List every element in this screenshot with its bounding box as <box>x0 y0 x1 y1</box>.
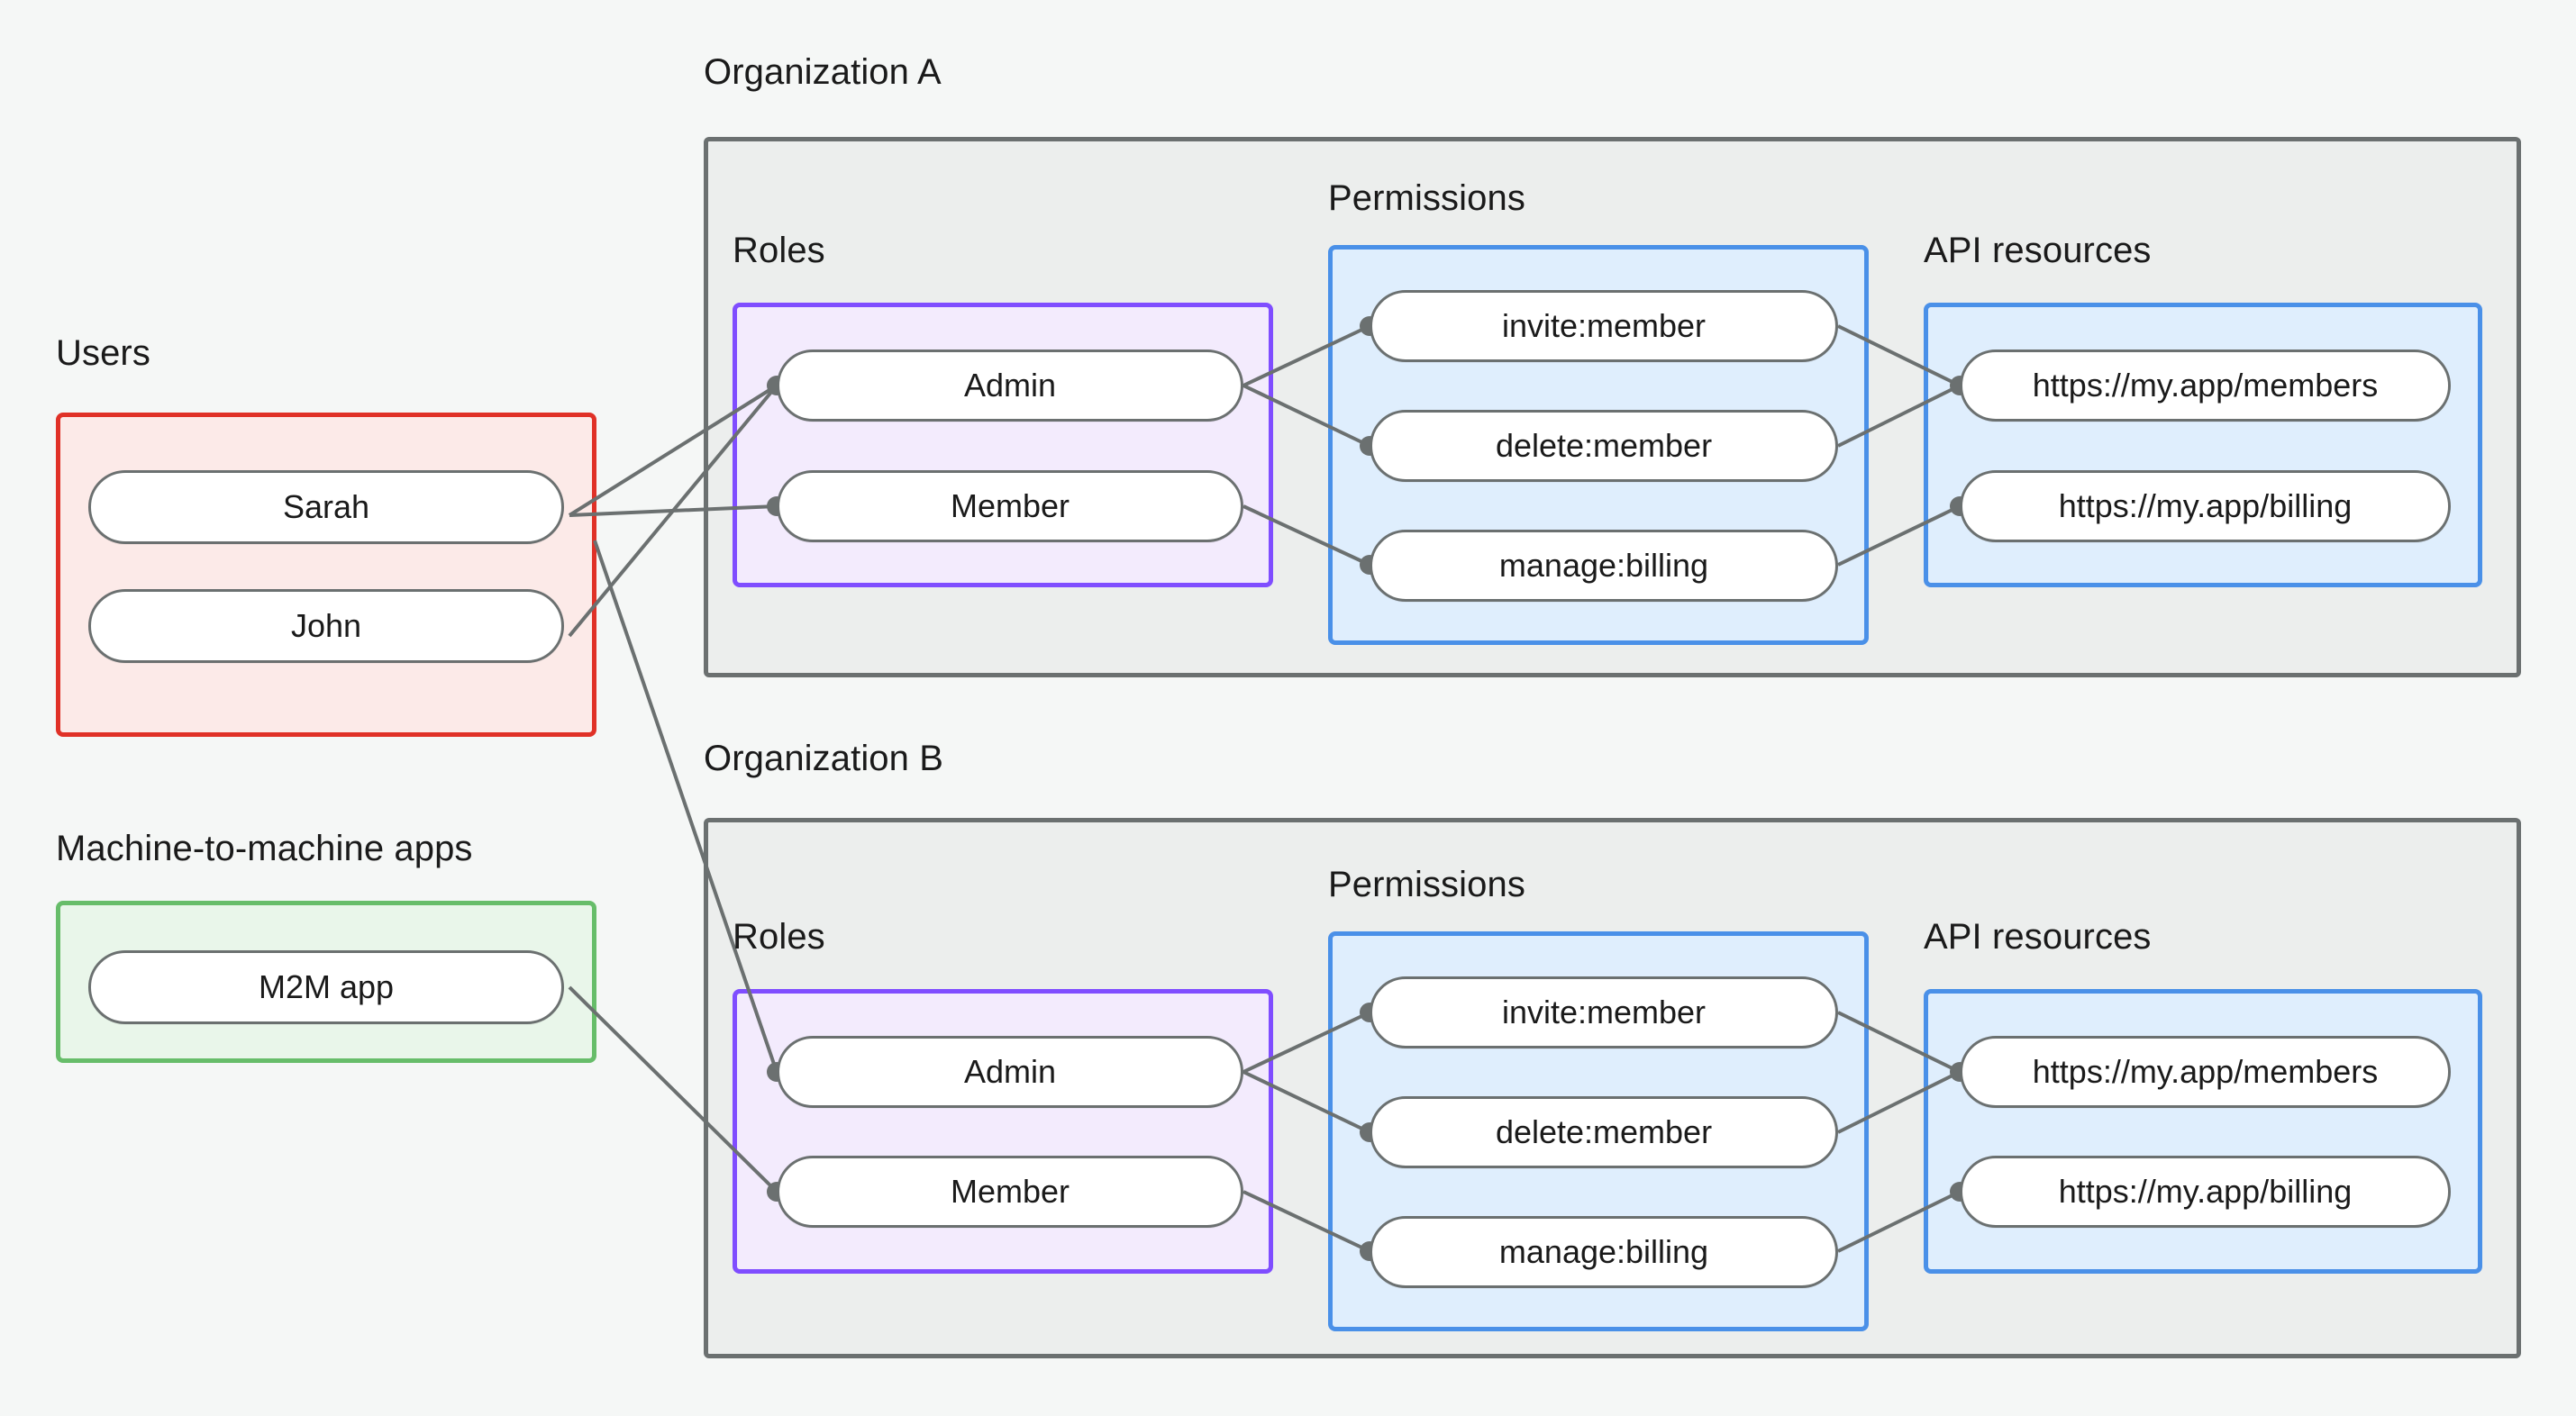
users-group-box <box>56 413 596 737</box>
org-b-role-admin[interactable]: Admin <box>777 1036 1243 1108</box>
org-a-permission-invite-member[interactable]: invite:member <box>1370 290 1838 362</box>
users-group-label: Users <box>56 333 150 373</box>
org-a-api-box <box>1924 303 2482 587</box>
org-b-title: Organization B <box>704 739 943 778</box>
org-a-permission-manage-billing[interactable]: manage:billing <box>1370 530 1838 602</box>
org-b-permission-manage-billing[interactable]: manage:billing <box>1370 1216 1838 1288</box>
org-a-permission-delete-member[interactable]: delete:member <box>1370 410 1838 482</box>
user-node-sarah[interactable]: Sarah <box>88 470 564 544</box>
org-a-roles-label: Roles <box>733 231 825 270</box>
user-node-john[interactable]: John <box>88 589 564 663</box>
org-b-api-resource-billing[interactable]: https://my.app/billing <box>1960 1156 2451 1228</box>
m2m-node-app[interactable]: M2M app <box>88 950 564 1024</box>
org-b-roles-box <box>733 989 1273 1274</box>
org-a-roles-box <box>733 303 1273 587</box>
org-b-role-member[interactable]: Member <box>777 1156 1243 1228</box>
org-b-permissions-label: Permissions <box>1328 865 1525 904</box>
org-b-permission-invite-member[interactable]: invite:member <box>1370 976 1838 1048</box>
org-b-api-resource-members[interactable]: https://my.app/members <box>1960 1036 2451 1108</box>
org-a-api-label: API resources <box>1924 231 2152 270</box>
org-a-api-resource-billing[interactable]: https://my.app/billing <box>1960 470 2451 542</box>
org-a-role-member[interactable]: Member <box>777 470 1243 542</box>
org-a-role-admin[interactable]: Admin <box>777 349 1243 422</box>
org-a-permissions-label: Permissions <box>1328 178 1525 218</box>
org-b-api-box <box>1924 989 2482 1274</box>
org-b-api-label: API resources <box>1924 917 2152 957</box>
org-b-roles-label: Roles <box>733 917 825 957</box>
org-a-title: Organization A <box>704 52 942 92</box>
m2m-group-label: Machine-to-machine apps <box>56 829 473 868</box>
org-b-permission-delete-member[interactable]: delete:member <box>1370 1096 1838 1168</box>
org-a-api-resource-members[interactable]: https://my.app/members <box>1960 349 2451 422</box>
